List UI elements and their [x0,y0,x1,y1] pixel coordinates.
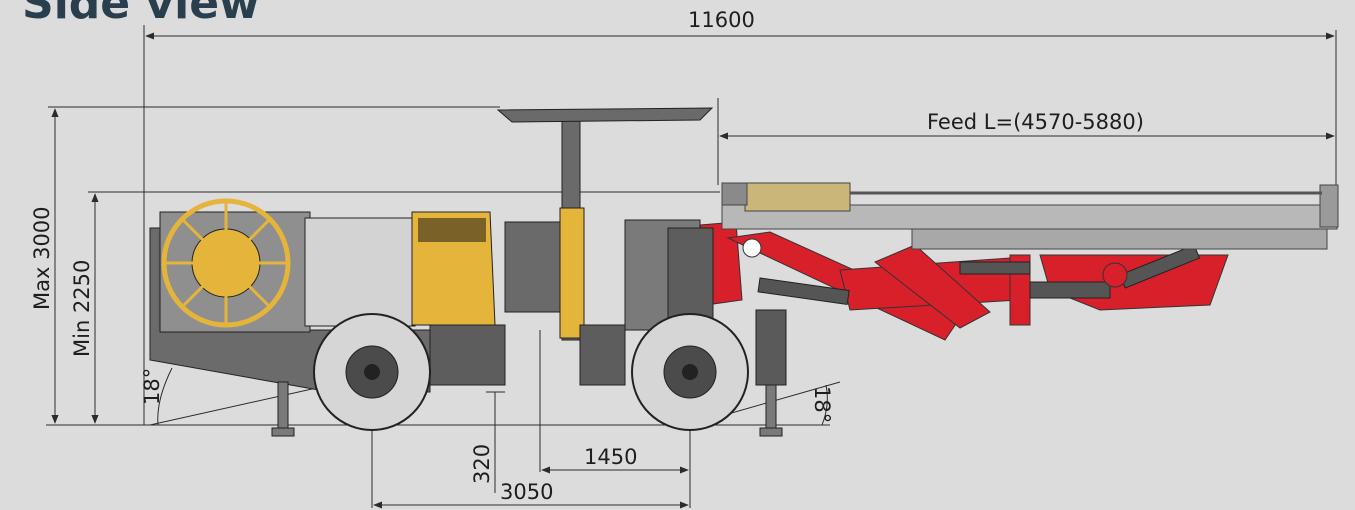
page-title: Side view [22,0,260,29]
mid-frame [429,324,506,386]
front-angle-label: 18° [810,386,834,424]
boom-pivot [742,238,762,258]
electrical-cabinet [304,217,416,327]
front-frame-link [579,324,626,386]
front-jack [765,384,777,431]
rear-jack-pad [271,427,295,437]
ground-clearance-label: 320 [470,443,494,484]
swing-cylinder [1029,281,1111,299]
canopy-roof [496,107,714,123]
front-angle-arc [821,384,828,426]
rear-angle-label: 18° [140,367,164,405]
rear-angle-line [149,384,331,426]
cable-reel-spokes [164,201,288,325]
stabilizer-jacks [271,381,783,437]
canopy-post-yellow [559,207,585,339]
feed-assembly [721,182,1339,250]
rotation-hub [1102,262,1128,288]
max-height-label: Max 3000 [30,206,54,310]
tilt-cylinder [959,261,1031,275]
rear-wheel [313,313,431,431]
feed-front-guide [1319,184,1339,228]
feed-length-label: Feed L=(4570-5880) [927,110,1144,134]
front-block [667,227,714,329]
rear-angle-arc [157,367,173,426]
axle-offset-label: 1450 [584,445,638,469]
front-jack-pad [759,427,783,437]
front-wheel [631,313,749,431]
min-height-label: Min 2250 [70,259,94,357]
cover-grille [418,218,486,242]
front-jack-housing [755,309,787,386]
overall-length-label: 11600 [688,8,755,32]
drill-end [721,182,748,206]
boom-link [874,244,991,329]
feed-beam-lower [911,228,1328,250]
hydraulic-tank [504,221,561,313]
rock-drill [744,182,851,212]
rear-jack [277,381,289,431]
lift-cylinder [757,277,850,305]
wheelbase-label: 3050 [500,480,554,504]
